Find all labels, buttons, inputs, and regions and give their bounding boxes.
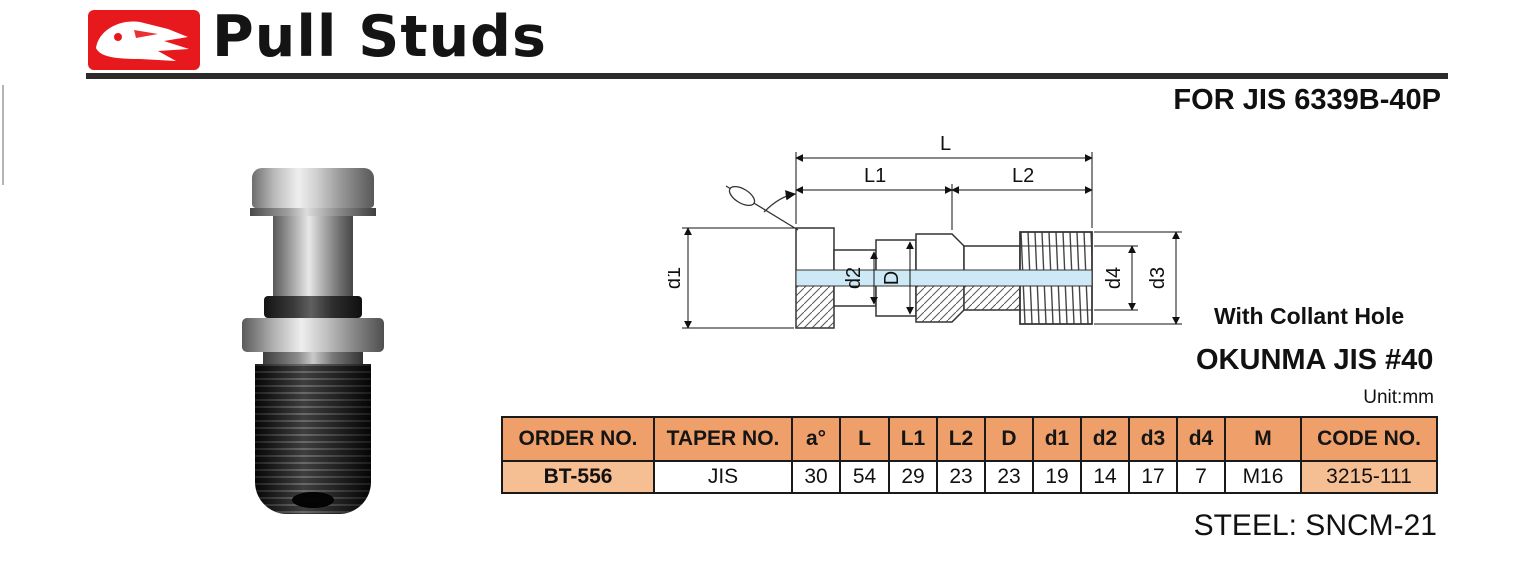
- brand-logo: [88, 10, 200, 70]
- th-a-deg: a°: [791, 416, 841, 462]
- unit-label: Unit:mm: [1363, 387, 1434, 408]
- th-d3: d3: [1128, 416, 1178, 462]
- td-a-deg: 30: [791, 460, 841, 494]
- th-L: L: [839, 416, 890, 462]
- note-okunma-jis: OKUNMA JIS #40: [1196, 344, 1434, 376]
- photo-threaded-end: [255, 364, 371, 514]
- td-L1: 29: [888, 460, 938, 494]
- steel-note: STEEL: SNCM-21: [1193, 509, 1437, 542]
- th-d1: d1: [1032, 416, 1082, 462]
- note-coolant-hole: With Collant Hole: [1214, 303, 1405, 329]
- td-d1: 19: [1032, 460, 1082, 494]
- td-taper-no: JIS: [653, 460, 793, 494]
- td-d4: 7: [1176, 460, 1226, 494]
- table-header-row: ORDER NO. TAPER NO. a° L L1 L2 D d1 d2 d…: [501, 416, 1438, 462]
- td-order-no: BT-556: [501, 460, 655, 494]
- eagle-icon: [96, 21, 189, 61]
- subtitle: FOR JIS 6339B-40P: [1173, 84, 1441, 116]
- td-d3: 17: [1128, 460, 1178, 494]
- td-D: 23: [984, 460, 1034, 494]
- th-L2: L2: [936, 416, 986, 462]
- angle-detail: [725, 185, 799, 231]
- th-L1: L1: [888, 416, 938, 462]
- dimension-lines: [682, 152, 1182, 329]
- title-underline: [86, 73, 1448, 79]
- td-code-no: 3215-111: [1300, 460, 1438, 494]
- coolant-hole-band: [795, 269, 1093, 287]
- th-code-no: CODE NO.: [1300, 416, 1438, 462]
- photo-coolant-hole: [292, 492, 334, 508]
- td-L2: 23: [936, 460, 986, 494]
- dim-label-d4: d4: [1103, 267, 1125, 289]
- dim-label-d3: d3: [1147, 267, 1169, 289]
- th-D: D: [984, 416, 1034, 462]
- spec-table: ORDER NO. TAPER NO. a° L L1 L2 D d1 d2 d…: [501, 416, 1438, 494]
- dim-label-D: D: [881, 271, 903, 285]
- table-data-row: BT-556 JIS 30 54 29 23 23 19 14 17 7 M16…: [501, 460, 1438, 494]
- th-taper-no: TAPER NO.: [653, 416, 793, 462]
- technical-drawing: L L1 L2 d1 d2 D d4 d3: [668, 133, 1182, 329]
- th-d4: d4: [1176, 416, 1226, 462]
- photo-flange: [242, 318, 384, 352]
- photo-head-lip: [250, 208, 376, 216]
- th-M: M: [1224, 416, 1302, 462]
- photo-neck: [273, 216, 353, 296]
- th-d2: d2: [1080, 416, 1130, 462]
- dim-label-d1: d1: [668, 267, 685, 289]
- product-photo: [240, 168, 386, 514]
- photo-collar-ring: [264, 296, 362, 318]
- photo-head-cap: [252, 168, 374, 208]
- page-title: Pull Studs: [212, 4, 547, 70]
- td-L: 54: [839, 460, 890, 494]
- page-edge-line: [2, 85, 4, 185]
- dim-label-L2: L2: [1012, 165, 1034, 187]
- dim-label-d2: d2: [843, 267, 865, 289]
- photo-shank: [263, 352, 363, 364]
- td-M: M16: [1224, 460, 1302, 494]
- dim-label-L: L: [940, 133, 951, 155]
- section-hatch: [795, 285, 1021, 329]
- dim-label-L1: L1: [864, 165, 886, 187]
- td-d2: 14: [1080, 460, 1130, 494]
- th-order-no: ORDER NO.: [501, 416, 655, 462]
